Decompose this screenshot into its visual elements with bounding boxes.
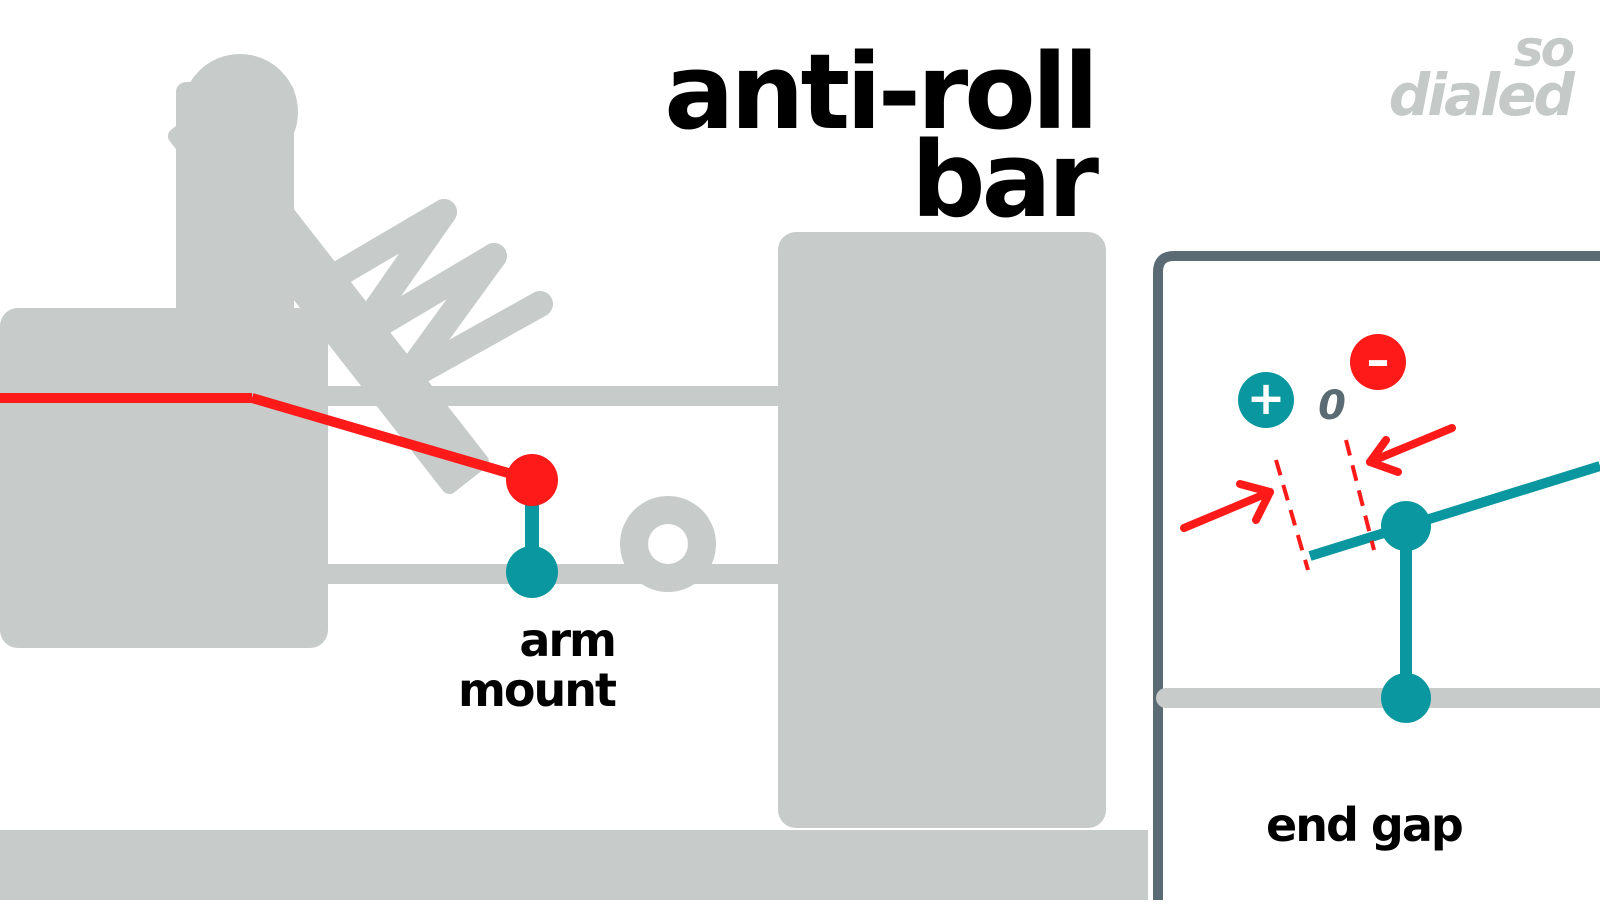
arm-mount-label: arm mount xyxy=(457,613,617,717)
gap-marker-right xyxy=(1344,439,1376,551)
gearbox-block xyxy=(0,308,328,648)
chassis xyxy=(0,54,1148,900)
arrow-in-icon xyxy=(1180,480,1274,532)
logo-line-1: so xyxy=(1513,20,1575,78)
title-line-1: anti-roll xyxy=(664,31,1099,153)
end-gap-label: end gap xyxy=(1266,798,1464,852)
plus-badge-icon xyxy=(1238,372,1294,428)
inset-frame xyxy=(1153,251,1600,900)
ground-strip xyxy=(0,830,1148,900)
bar-arm xyxy=(250,393,534,485)
zero-symbol: 0 xyxy=(1318,383,1346,429)
drop-link-lower-joint xyxy=(506,546,558,598)
arrow-out-icon xyxy=(1366,424,1456,476)
shock-spring xyxy=(295,199,553,393)
shock-absorber xyxy=(167,103,489,495)
inset-top-joint xyxy=(1381,501,1431,551)
anti-roll-bar xyxy=(0,393,558,598)
wheel xyxy=(778,232,1106,828)
brand-logo: so dialed xyxy=(1388,20,1575,129)
page-title: anti-roll bar xyxy=(664,31,1099,241)
inset-detail: + 0 – xyxy=(1156,333,1600,723)
arm-mount-label-line-1: arm xyxy=(519,613,617,667)
minus-badge-icon xyxy=(1350,334,1406,390)
title-line-2: bar xyxy=(911,119,1099,241)
logo-line-2: dialed xyxy=(1388,61,1575,129)
bar-end-joint xyxy=(506,454,558,506)
inset-bottom-joint xyxy=(1381,673,1431,723)
plus-symbol: + xyxy=(1247,371,1286,425)
gap-marker-left xyxy=(1274,459,1310,571)
minus-symbol: – xyxy=(1367,333,1390,387)
arm-mount-label-line-2: mount xyxy=(457,663,617,717)
inset-arm xyxy=(1308,461,1600,561)
lower-shock-mount-hole xyxy=(648,524,688,564)
